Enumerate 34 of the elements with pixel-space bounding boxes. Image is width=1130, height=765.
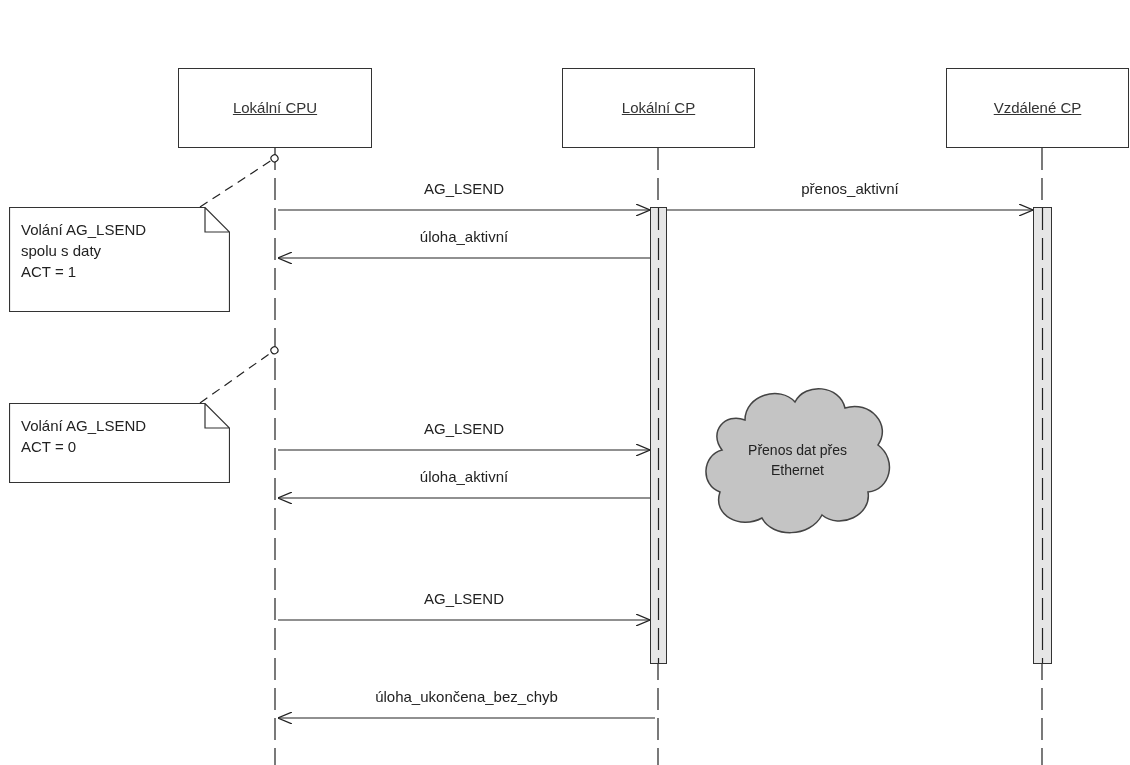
message-arrow <box>277 613 651 627</box>
activation-bar <box>650 207 667 664</box>
cloud-text: Přenos dat přes Ethernet <box>747 441 848 480</box>
lifeline-header-box <box>178 68 372 148</box>
lifeline <box>655 148 661 765</box>
message-arrow <box>666 203 1034 217</box>
participant-name: Vzdálené CP <box>993 97 1082 118</box>
edge-label: AG_LSEND <box>424 420 504 437</box>
message-arrow <box>277 203 651 217</box>
lifeline <box>272 148 278 765</box>
participant-name: Lokální CP <box>621 97 696 118</box>
message-arrow <box>277 711 656 725</box>
note <box>9 403 230 483</box>
note-text: Volání AG_LSEND spolu s daty <box>21 220 148 261</box>
note-text: ACT = 0 <box>21 437 78 457</box>
note-text: ACT = 1 <box>21 262 78 282</box>
message-arrow <box>277 251 651 265</box>
edge-label: AG_LSEND <box>424 590 504 607</box>
note <box>9 207 230 312</box>
edge-label: AG_LSEND <box>424 180 504 197</box>
message-arrow <box>277 443 651 457</box>
lifeline-header-box <box>946 68 1129 148</box>
leader-line <box>199 154 279 208</box>
leader-line <box>199 346 279 404</box>
message-arrow <box>277 491 651 505</box>
edge-label: úloha_aktivní <box>419 228 509 245</box>
edge-label: přenos_aktivní <box>801 180 899 197</box>
lifeline-header-box <box>562 68 755 148</box>
note-text: Volání AG_LSEND <box>21 416 148 436</box>
lifeline <box>1039 148 1045 765</box>
edge-label: úloha_ukončena_bez_chyb <box>375 688 558 705</box>
edge-label: úloha_aktivní <box>419 468 509 485</box>
activation-bar <box>1033 207 1052 664</box>
participant-name: Lokální CPU <box>232 97 318 118</box>
